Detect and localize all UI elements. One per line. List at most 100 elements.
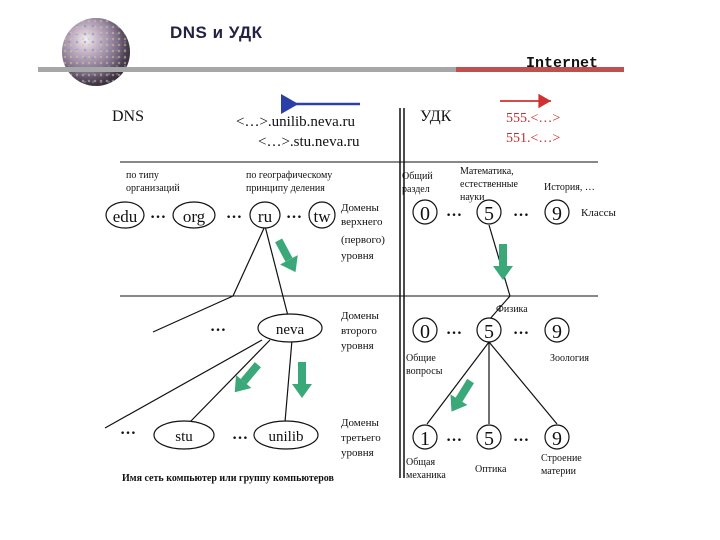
- node-tw: [308, 201, 336, 229]
- node-ru-label: ru: [258, 207, 273, 226]
- level1-label-1: Домены: [341, 202, 380, 214]
- by-type-label-1: по типу: [126, 170, 159, 181]
- dns-ellipsis: …: [286, 205, 302, 222]
- level1-label-3: (первого): [341, 234, 385, 246]
- optics-label: Оптика: [475, 464, 507, 475]
- general-q-label-1: Общие: [406, 353, 436, 364]
- udk-row2-0: 0: [420, 321, 430, 343]
- by-geo-label-1: по географическому: [246, 170, 332, 181]
- physics-label: Физика: [496, 304, 528, 315]
- udk-ellipsis: …: [446, 321, 462, 338]
- math-label-1: Математика,: [460, 166, 514, 177]
- globe-texture: [62, 18, 130, 86]
- mechanics-label-1: Общая: [406, 457, 435, 468]
- node-ru: [249, 201, 281, 229]
- node-edu-label: edu: [113, 207, 138, 226]
- classes-label: Классы: [581, 207, 616, 219]
- udk-edge-1: [426, 341, 490, 425]
- udk-node-0: [412, 199, 438, 225]
- edge-neva-far-left: [104, 339, 263, 429]
- udk-example-1: 555.<…>: [506, 111, 560, 126]
- matter-label-1: Строение: [541, 453, 582, 464]
- node-unilib-label: unilib: [268, 429, 303, 445]
- udk-ellipsis: …: [513, 321, 529, 338]
- general-q-label-2: вопросы: [406, 366, 443, 377]
- udk-row2-5: 5: [484, 321, 494, 343]
- node-org: [172, 201, 216, 229]
- general-label-2: раздел: [402, 184, 430, 195]
- udk-row1-9: 9: [552, 203, 562, 225]
- globe-logo-icon: [62, 18, 130, 86]
- udk-node-5: [476, 424, 502, 450]
- title-bar-red: [456, 67, 624, 72]
- mechanics-label-2: механика: [406, 470, 446, 481]
- dns-ellipsis: …: [210, 318, 226, 335]
- green-arrow-icon: [292, 362, 312, 398]
- level1-label-2: верхнего: [341, 216, 383, 228]
- edge-ru-neva: [264, 225, 289, 317]
- udk-ellipsis: …: [446, 428, 462, 445]
- udk-row3-5: 5: [484, 428, 494, 450]
- green-arrow-icon: [493, 244, 513, 280]
- udk-heading: УДК: [420, 108, 452, 125]
- udk-node-5: [476, 317, 502, 343]
- udk-ellipsis: …: [446, 203, 462, 220]
- udk-node-0: [412, 317, 438, 343]
- udk-node-9: [544, 317, 570, 343]
- udk-row3-9: 9: [552, 428, 562, 450]
- dns-example-2: <…>.stu.neva.ru: [258, 134, 360, 150]
- udk-node-9: [544, 424, 570, 450]
- node-unilib: [253, 420, 319, 450]
- dns-example-1: <…>.unilib.neva.ru: [236, 114, 355, 130]
- node-edu: [105, 201, 145, 229]
- dns-caption: Имя сеть компьютер или группу компьютеро…: [122, 473, 335, 484]
- level2-label-2: второго: [341, 325, 377, 337]
- udk-edge-to-5: [488, 295, 511, 321]
- zoology-label: Зоология: [550, 353, 589, 364]
- level3-label-3: уровня: [341, 447, 374, 459]
- edge-neva-stu: [189, 339, 271, 423]
- udk-node-9: [544, 199, 570, 225]
- general-label-1: Общий: [402, 171, 433, 182]
- green-arrow-icon: [275, 238, 298, 273]
- node-neva-label: neva: [276, 322, 305, 338]
- udk-example-2: 551.<…>: [506, 131, 560, 146]
- green-arrow-icon: [450, 378, 474, 412]
- level3-label-2: третьего: [341, 432, 381, 444]
- by-type-label-2: организаций: [126, 183, 180, 194]
- dns-ellipsis: …: [120, 421, 136, 438]
- udk-ellipsis: …: [513, 428, 529, 445]
- level1-label-4: уровня: [341, 250, 374, 262]
- udk-edge-9: [488, 341, 558, 425]
- edge-ru-left: [232, 225, 266, 297]
- title-bar-grey: [38, 67, 456, 72]
- edge-left-down: [152, 295, 234, 333]
- slide-title: DNS и УДК: [170, 23, 263, 42]
- green-arrow-icon: [234, 362, 261, 393]
- dns-ellipsis: …: [150, 205, 166, 222]
- edge-neva-unilib: [284, 339, 293, 423]
- udk-row1-5: 5: [484, 203, 494, 225]
- node-neva: [257, 313, 323, 343]
- udk-ellipsis: …: [513, 203, 529, 220]
- udk-row1-0: 0: [420, 203, 430, 225]
- math-label-3: науки: [460, 192, 485, 203]
- udk-node-5: [476, 199, 502, 225]
- by-geo-label-2: принципу деления: [246, 183, 325, 194]
- matter-label-2: материи: [541, 466, 577, 477]
- level2-label-3: уровня: [341, 340, 374, 352]
- node-stu: [153, 420, 215, 450]
- dns-ellipsis: …: [226, 205, 242, 222]
- node-org-label: org: [183, 207, 206, 226]
- udk-row3-1: 1: [420, 428, 430, 450]
- level3-label-1: Домены: [341, 417, 380, 429]
- level2-label-1: Домены: [341, 310, 380, 322]
- math-label-2: естественные: [460, 179, 519, 190]
- dns-heading: DNS: [112, 108, 144, 125]
- udk-row2-9: 9: [552, 321, 562, 343]
- node-tw-label: tw: [314, 207, 332, 226]
- node-stu-label: stu: [175, 429, 193, 445]
- history-label: История, …: [544, 182, 595, 193]
- dns-ellipsis: …: [232, 426, 248, 443]
